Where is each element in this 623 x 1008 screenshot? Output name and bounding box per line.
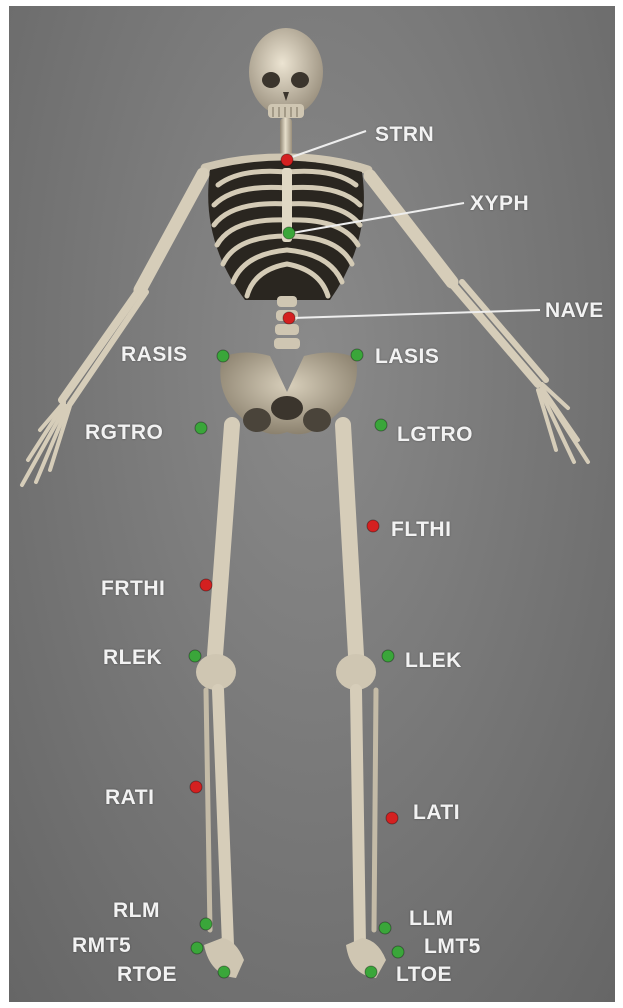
marker-label-llek: LLEK: [405, 650, 462, 671]
marker-label-flthi: FLTHI: [391, 519, 451, 540]
marker-dot-rlm: [200, 918, 212, 930]
marker-label-ltoe: LTOE: [396, 964, 452, 985]
marker-label-frthi: FRTHI: [101, 578, 165, 599]
marker-dot-lmt5: [392, 946, 404, 958]
marker-dot-rtoe: [218, 966, 230, 978]
marker-label-rmt5: RMT5: [72, 935, 131, 956]
marker-dot-flthi: [367, 520, 379, 532]
marker-dot-rati: [190, 781, 202, 793]
marker-dot-nave: [283, 312, 295, 324]
marker-dot-strn: [281, 154, 293, 166]
leader-line-nave: [292, 310, 540, 318]
marker-label-lasis: LASIS: [375, 346, 439, 367]
skull: [249, 28, 323, 118]
marker-dot-llek: [382, 650, 394, 662]
marker-dot-lati: [386, 812, 398, 824]
marker-dot-rmt5: [191, 942, 203, 954]
marker-dot-lgtro: [375, 419, 387, 431]
marker-dot-rlek: [189, 650, 201, 662]
right-leg: [196, 425, 244, 978]
left-leg: [336, 425, 386, 978]
marker-label-rasis: RASIS: [121, 344, 188, 365]
marker-label-llm: LLM: [409, 908, 454, 929]
marker-label-lgtro: LGTRO: [397, 424, 473, 445]
marker-label-rlek: RLEK: [103, 647, 162, 668]
marker-dot-lasis: [351, 349, 363, 361]
marker-dot-ltoe: [365, 966, 377, 978]
marker-label-rati: RATI: [105, 787, 154, 808]
marker-label-rgtro: RGTRO: [85, 422, 163, 443]
marker-label-lati: LATI: [413, 802, 460, 823]
marker-label-strn: STRN: [375, 124, 434, 145]
marker-label-rlm: RLM: [113, 900, 160, 921]
marker-dot-rgtro: [195, 422, 207, 434]
leader-line-strn: [292, 131, 366, 157]
marker-dot-frthi: [200, 579, 212, 591]
marker-dot-rasis: [217, 350, 229, 362]
marker-label-lmt5: LMT5: [424, 936, 481, 957]
marker-label-xyph: XYPH: [470, 193, 529, 214]
marker-dot-xyph: [283, 227, 295, 239]
cervical-spine: [280, 118, 292, 156]
marker-dot-llm: [379, 922, 391, 934]
marker-label-rtoe: RTOE: [117, 964, 177, 985]
marker-label-nave: NAVE: [545, 300, 604, 321]
